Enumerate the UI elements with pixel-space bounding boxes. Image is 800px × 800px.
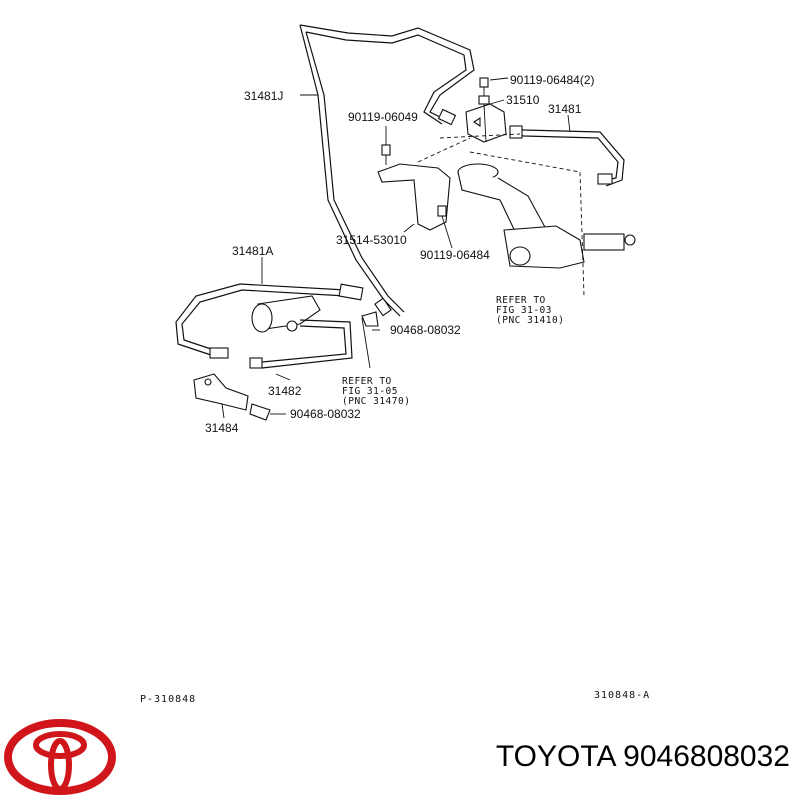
brand-title: TOYOTA 9046808032 [495, 740, 790, 773]
label-31510: 31510 [506, 93, 540, 107]
label-31481: 31481 [548, 102, 582, 116]
label-90119-06484: 90119-06484 [420, 248, 490, 262]
label-31514-53010: 31514-53010 [336, 233, 407, 247]
label-90119-06484-2: 90119-06484(2) [510, 73, 595, 87]
figure-code-right: 310848-A [594, 690, 650, 701]
label-90468-08032-lower: 90468-08032 [290, 407, 361, 421]
master-cylinder [457, 163, 636, 269]
clip-90468-08032-upper [361, 311, 379, 327]
refer-note-fig-31-05: REFER TO FIG 31-05 (PNC 31470) [342, 376, 410, 407]
svg-text:REFER TO: REFER TO [496, 295, 546, 306]
label-31481J: 31481J [244, 89, 283, 103]
label-90468-08032-upper: 90468-08032 [390, 323, 461, 337]
figure-code-left: P-310848 [140, 694, 196, 705]
svg-text:(PNC 31470): (PNC 31470) [342, 396, 410, 407]
svg-text:FIG 31-03: FIG 31-03 [496, 305, 552, 316]
hose-31481A [175, 283, 364, 359]
svg-text:REFER TO: REFER TO [342, 376, 392, 387]
bracket-31484 [193, 373, 249, 411]
svg-text:FIG 31-05: FIG 31-05 [342, 386, 398, 397]
release-cylinder-31482 [249, 295, 353, 369]
pipe-31481J [299, 24, 475, 317]
union-31510 [465, 77, 507, 143]
clip-90468-08032-lower [249, 403, 271, 421]
label-90119-06049: 90119-06049 [348, 110, 418, 124]
bracket-31514-53010 [377, 144, 451, 231]
toyota-logo-icon [4, 719, 116, 795]
svg-text:(PNC 31410): (PNC 31410) [496, 315, 564, 326]
pipe-31481 [509, 125, 625, 187]
label-31481A: 31481A [232, 244, 273, 258]
refer-note-fig-31-03: REFER TO FIG 31-03 (PNC 31410) [496, 295, 564, 326]
label-31484: 31484 [205, 421, 239, 435]
label-31482: 31482 [268, 384, 302, 398]
